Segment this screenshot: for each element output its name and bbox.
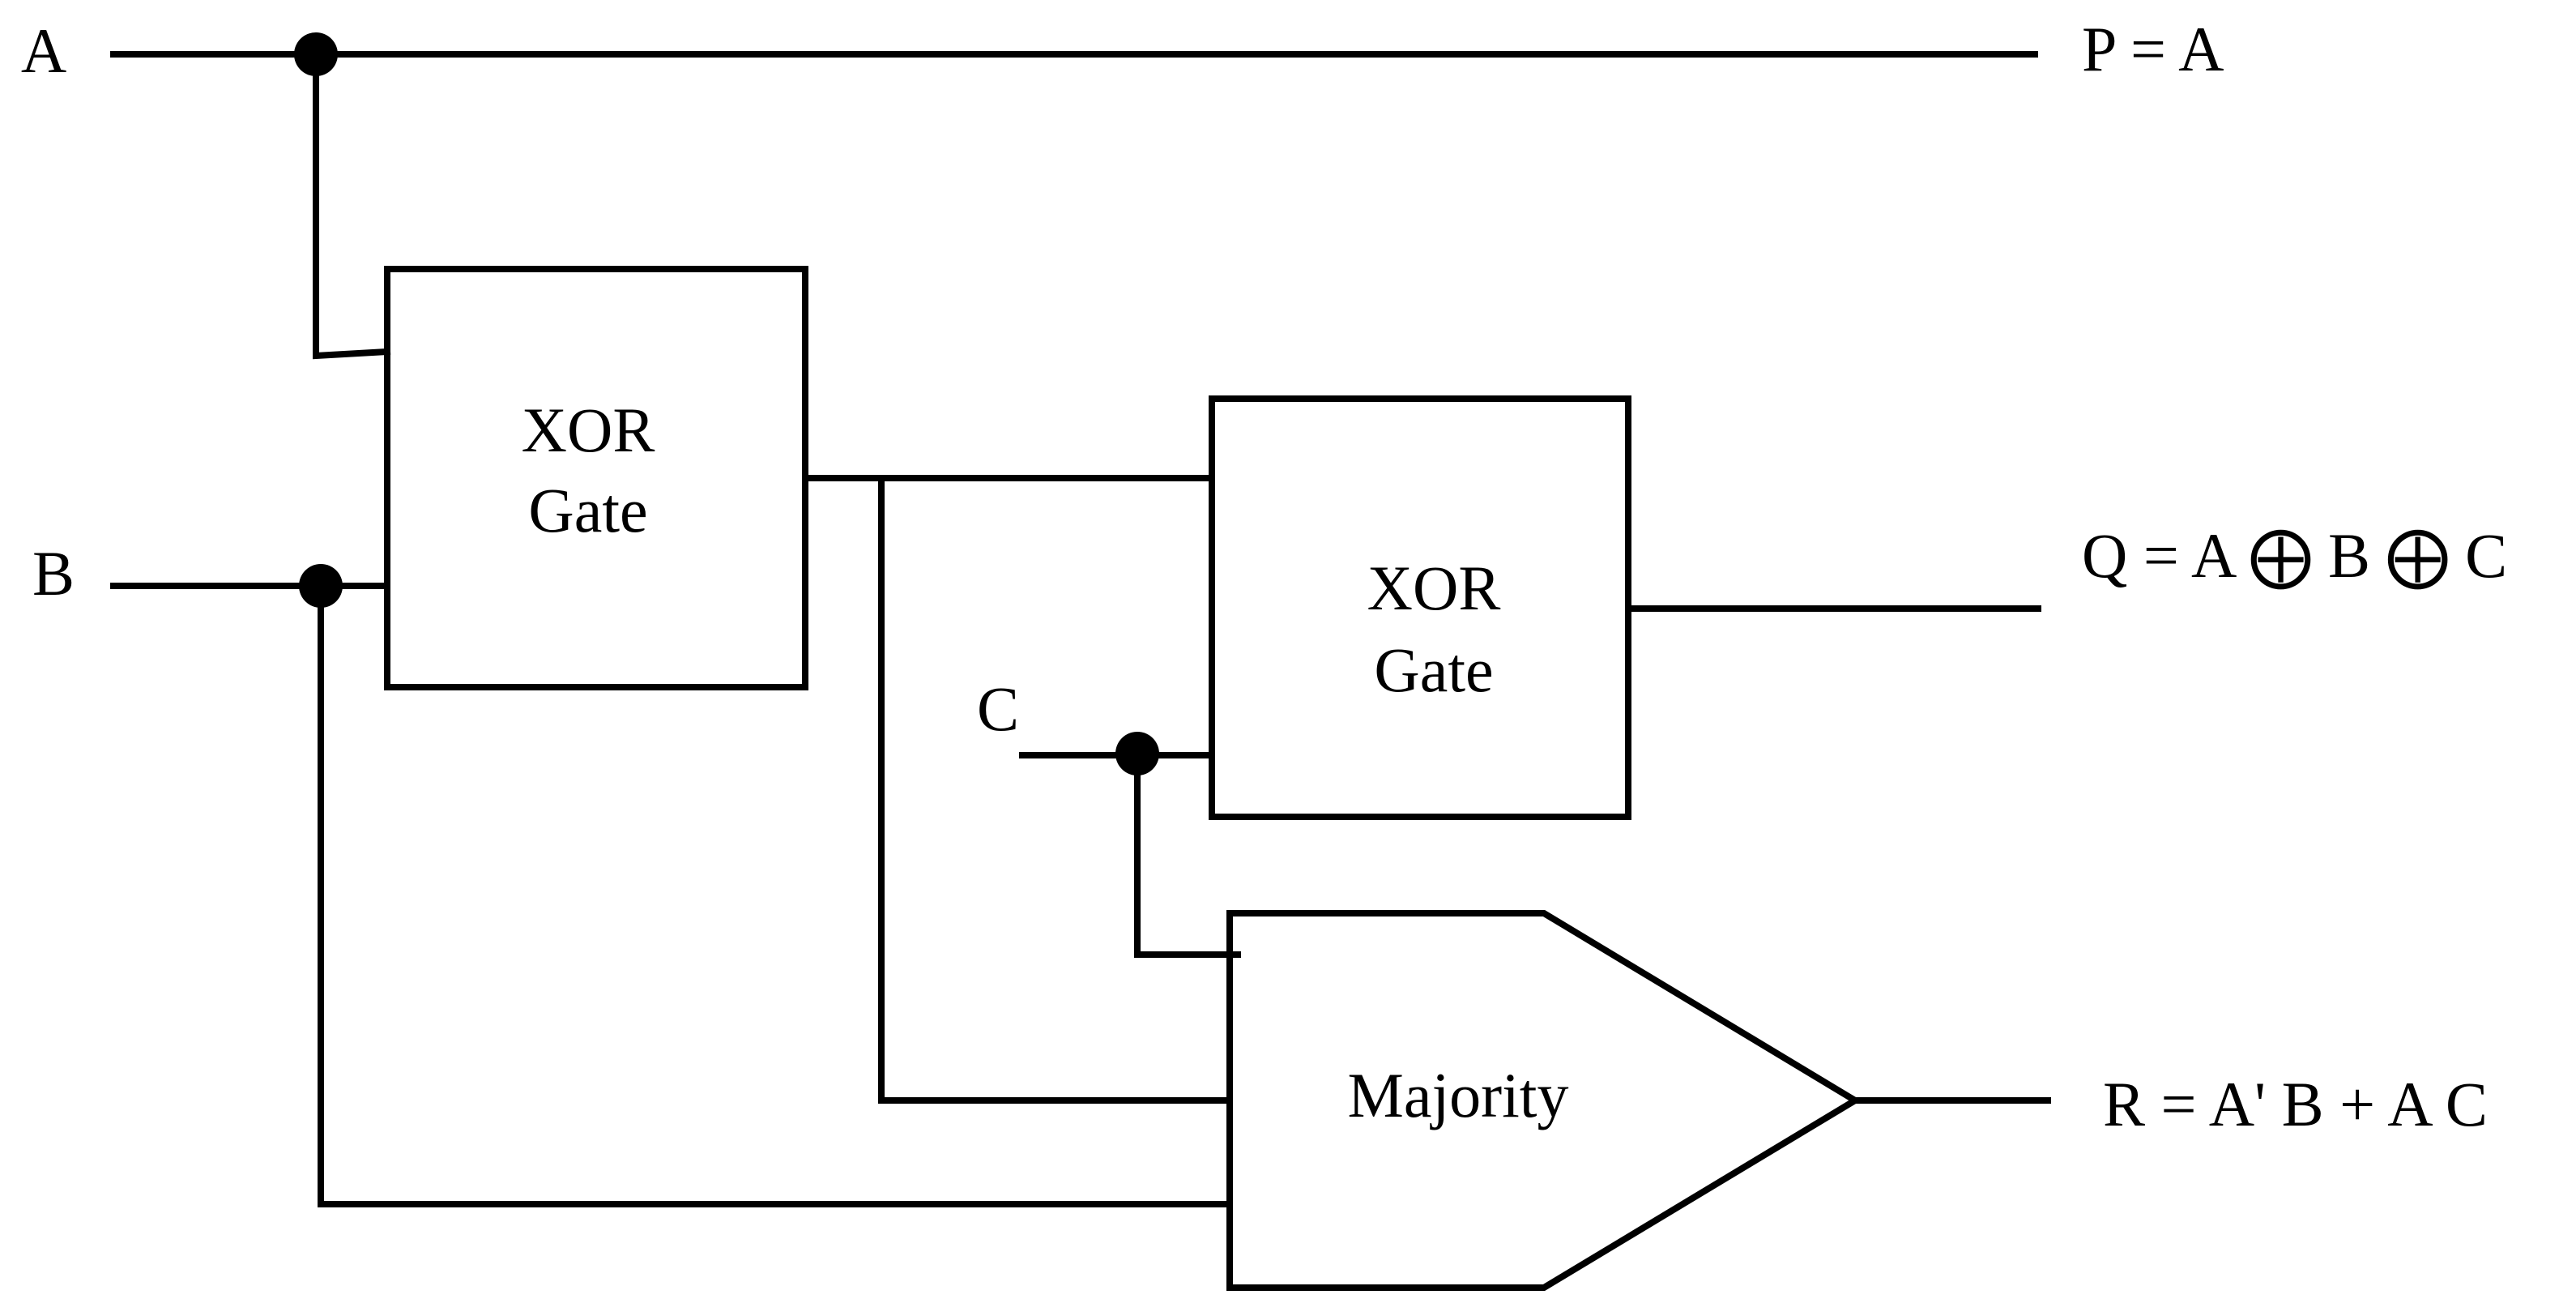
xor-gate-1-label-line1: XOR — [522, 395, 655, 465]
majority-gate-label: Majority — [1348, 1060, 1569, 1130]
junctions — [294, 32, 1159, 776]
input-label-a: A — [21, 15, 66, 86]
junction-a — [294, 32, 338, 76]
xor-gate-1: XOR Gate — [384, 266, 808, 690]
wire-a-to-xor1 — [313, 51, 391, 360]
output-label-q: Q = A ⨁ B ⨁ C — [2082, 520, 2507, 591]
xor-gate-2: XOR Gate — [1209, 395, 1631, 820]
wire-c-to-majority — [1134, 752, 1241, 958]
xor-gate-2-label-line1: XOR — [1367, 553, 1501, 623]
output-label-p: P = A — [2082, 14, 2224, 84]
majority-gate-shape — [1226, 910, 1862, 1291]
wire-xor1-to-majority — [878, 475, 1233, 1104]
output-labels: P = A Q = A ⨁ B ⨁ C R = A' B + A C — [2082, 14, 2507, 1139]
input-labels: A B C — [21, 15, 1019, 744]
wires — [110, 51, 2051, 1207]
junction-c — [1115, 732, 1159, 776]
majority-gate: Majority — [1226, 910, 1862, 1291]
output-label-r: R = A' B + A C — [2103, 1069, 2488, 1139]
wire-b-to-majority — [318, 583, 1233, 1207]
xor-gate-2-label-line2: Gate — [1374, 634, 1493, 705]
input-label-b: B — [32, 538, 75, 609]
input-label-c: C — [977, 673, 1019, 744]
xor-gate-1-box — [384, 266, 808, 690]
xor-gate-2-box — [1209, 395, 1631, 820]
xor-gate-1-label-line2: Gate — [528, 475, 647, 545]
junction-b — [299, 564, 343, 608]
